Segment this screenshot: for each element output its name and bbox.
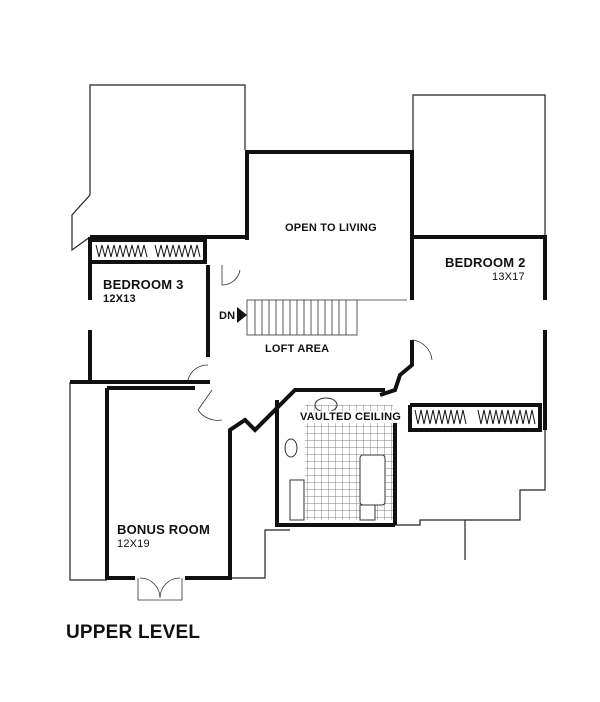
room-size-bedroom-2: 13X17	[492, 271, 525, 283]
room-label-open-to-living: OPEN TO LIVING	[285, 222, 377, 234]
room-label-vaulted-ceiling: VAULTED CEILING	[300, 411, 401, 423]
room-size-bedroom-3: 12X13	[103, 293, 136, 305]
room-label-loft-area: LOFT AREA	[265, 343, 330, 355]
doors	[137, 265, 433, 601]
down-arrow-icon	[237, 307, 247, 323]
walls	[70, 150, 547, 580]
room-label-bedroom-3: BEDROOM 3	[103, 277, 184, 292]
roof-outlines	[69, 84, 546, 581]
stairs	[246, 299, 407, 336]
stair-down-label: DN	[219, 310, 236, 322]
room-label-bedroom-2: BEDROOM 2	[445, 255, 526, 270]
room-label-bonus-room: BONUS ROOM	[117, 522, 210, 537]
plan-title: UPPER LEVEL	[66, 622, 201, 643]
closet-hangers	[95, 244, 536, 425]
bath-fixtures	[284, 397, 386, 521]
room-size-bonus-room: 12X19	[117, 538, 150, 550]
